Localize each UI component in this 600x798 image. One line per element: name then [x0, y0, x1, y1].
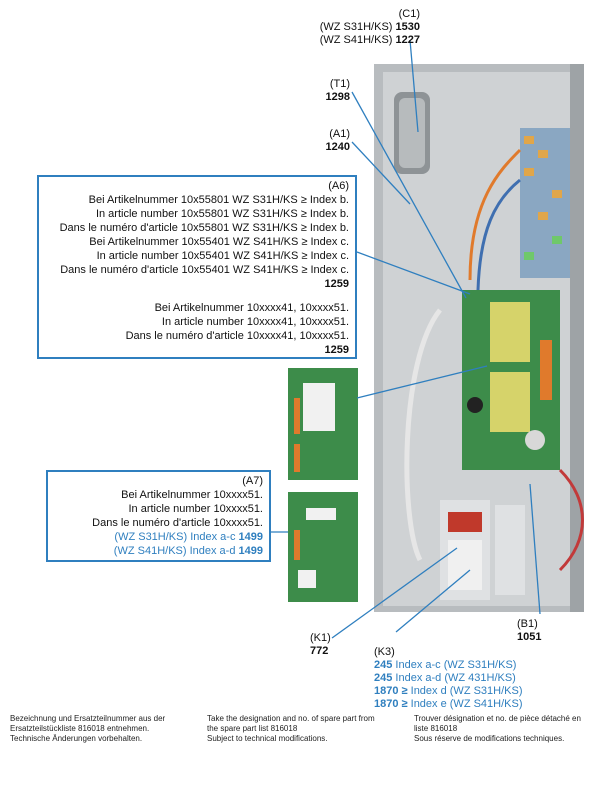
- a6-info-box: (A6) Bei Artikelnummer 10x55801 WZ S31H/…: [37, 175, 357, 359]
- c1-variant2: (WZ S41H/KS): [319, 34, 393, 46]
- a6-code: (A6): [328, 180, 349, 192]
- a6-line: Dans le numéro d'article 10x55401 WZ S41…: [60, 264, 349, 276]
- a6-line: Dans le numéro d'article 10xxxx41, 10xxx…: [125, 330, 349, 342]
- c1-variant1: (WZ S31H/KS): [319, 21, 393, 33]
- k3-row: 1870 ≥ Index e (WZ S41H/KS): [374, 698, 523, 711]
- c1-code: (C1): [398, 8, 420, 20]
- a1-part-number: 1240: [325, 141, 350, 153]
- footer-de: Bezeichnung und Ersatzteilnummer aus der…: [10, 714, 195, 744]
- pcb-module: [490, 302, 530, 362]
- b1-part-number: 1051: [517, 631, 542, 643]
- a7-line: Dans le numéro d'article 10xxxx51.: [92, 517, 263, 529]
- a6-line: Bei Artikelnummer 10xxxx41, 10xxxx51.: [154, 302, 349, 314]
- a7-part-number2: 1499: [238, 545, 263, 557]
- k3-variant-text: Index a-d (WZ 431H/KS): [392, 672, 516, 684]
- k3-rows: 245 Index a-c (WZ S31H/KS)245 Index a-d …: [374, 659, 523, 711]
- label-b1: (B1) 1051: [517, 618, 541, 644]
- b1-code: (B1): [517, 618, 538, 630]
- a7-variant2: (WZ S41H/KS) Index a-d 1499: [54, 544, 263, 558]
- a7-lines: Bei Artikelnummer 10xxxx51. In article nu…: [54, 488, 263, 530]
- footer-en: Take the designation and no. of spare pa…: [207, 714, 397, 744]
- a6-line: In article number 10x55801 WZ S31H/KS ≥ …: [95, 208, 349, 220]
- contactor-k3: [495, 505, 525, 595]
- c1-part-number1: 1530: [395, 21, 420, 33]
- k3-row: 1870 ≥ Index d (WZ S31H/KS): [374, 685, 523, 698]
- c1-row2: (WZ S41H/KS) 1227: [320, 34, 420, 47]
- k3-code: (K3): [374, 646, 395, 658]
- a6-line: Bei Artikelnummer 10x55401 WZ S41H/KS ≥ …: [89, 236, 349, 248]
- a6-part-number1: 1259: [324, 278, 349, 290]
- a1-code: (A1): [329, 128, 350, 140]
- k1-part-number: 772: [310, 645, 329, 657]
- label-t1: (T1) 1298: [326, 78, 350, 104]
- a7-variant1: (WZ S31H/KS) Index a-c 1499: [54, 530, 263, 544]
- a6-line: Bei Artikelnummer 10x55801 WZ S31H/KS ≥ …: [88, 194, 349, 206]
- k3-variant-text: Index a-c (WZ S31H/KS): [392, 659, 517, 671]
- label-a1: (A1) 1240: [326, 128, 350, 154]
- k3-row: 245 Index a-d (WZ 431H/KS): [374, 672, 523, 685]
- k3-part-number: 1870 ≥: [374, 698, 408, 710]
- a7-line: In article number 10xxxx51.: [128, 503, 263, 515]
- footer-de-line: Ersatzteilstückliste 816018 entnehmen.: [10, 724, 150, 733]
- footer-fr-line: Sous réserve de modifications techniques…: [414, 734, 565, 743]
- a6-part-number2: 1259: [324, 344, 349, 356]
- footer-fr-line: liste 816018: [414, 724, 458, 733]
- a6-line: In article number 10xxxx41, 10xxxx51.: [161, 316, 349, 328]
- c1-row1: (WZ S31H/KS) 1530: [320, 21, 420, 34]
- a7-variant2-text: (WZ S41H/KS) Index a-d: [113, 545, 236, 557]
- t1-part-number: 1298: [325, 91, 350, 103]
- a7-code: (A7): [242, 475, 263, 487]
- footer-de-line: Bezeichnung und Ersatzteilnummer aus der: [10, 714, 166, 723]
- k3-variant-text: Index d (WZ S31H/KS): [407, 685, 523, 697]
- k3-part-number: 245: [374, 672, 393, 684]
- k3-part-number: 1870 ≥: [374, 685, 408, 697]
- footer-en-line: Take the designation and no. of spare pa…: [207, 714, 375, 723]
- a7-info-box: (A7) Bei Artikelnummer 10xxxx51. In artic…: [46, 470, 271, 562]
- label-k3: (K3) 245 Index a-c (WZ S31H/KS)245 Index…: [374, 646, 523, 711]
- k3-part-number: 245: [374, 659, 393, 671]
- footer-de-line: Technische Änderungen vorbehalten.: [10, 734, 143, 743]
- c1-part-number2: 1227: [395, 34, 420, 46]
- k3-row: 245 Index a-c (WZ S31H/KS): [374, 659, 523, 672]
- label-k1: (K1) 772: [310, 632, 331, 658]
- footer-fr-line: Trouver désignation et no. de pièce déta…: [414, 714, 581, 723]
- k3-variant-text: Index e (WZ S41H/KS): [407, 698, 523, 710]
- leader-lines: [271, 39, 541, 639]
- a6-line: Dans le numéro d'article 10x55801 WZ S31…: [59, 222, 349, 234]
- a6-lines: Bei Artikelnummer 10x55801 WZ S31H/KS ≥ …: [45, 193, 349, 277]
- a7-variant1-text: (WZ S31H/KS) Index a-c: [114, 531, 236, 543]
- footer-en-line: the spare part list 816018: [207, 724, 298, 733]
- t1-code: (T1): [329, 78, 350, 90]
- footer-fr: Trouver désignation et no. de pièce déta…: [414, 714, 594, 744]
- a7-line: Bei Artikelnummer 10xxxx51.: [121, 489, 263, 501]
- label-c1: (C1) (WZ S31H/KS) 1530 (WZ S41H/KS) 1227: [320, 8, 420, 47]
- k1-code: (K1): [310, 632, 331, 644]
- footer-en-line: Subject to technical modifications.: [207, 734, 328, 743]
- a7-part-number1: 1499: [238, 531, 263, 543]
- a6-line: In article number 10x55401 WZ S41H/KS ≥ …: [96, 250, 349, 262]
- a6-lines2: Bei Artikelnummer 10xxxx41, 10xxxx51. In …: [45, 301, 349, 343]
